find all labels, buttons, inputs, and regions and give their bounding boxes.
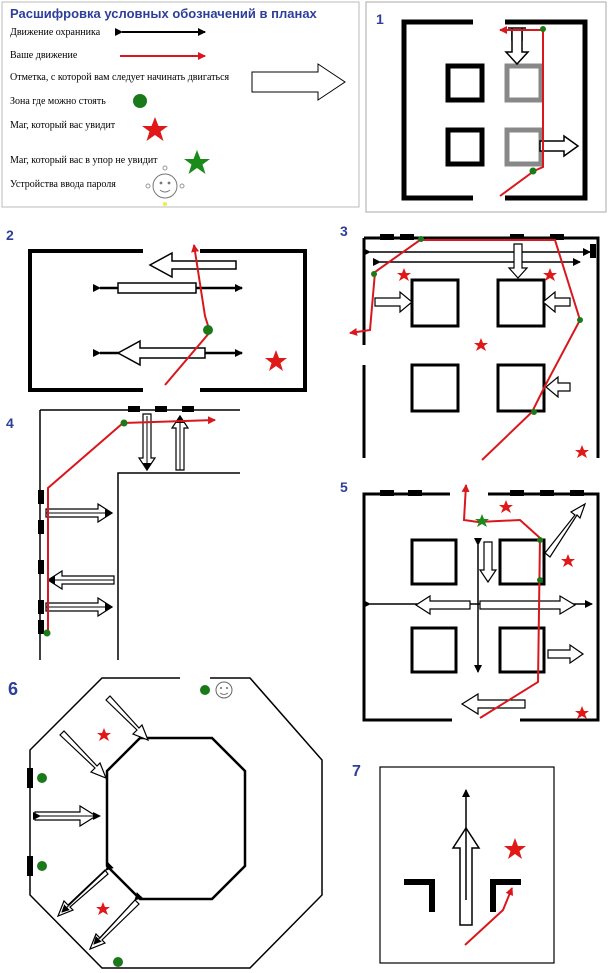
- mage-sees-star: [265, 350, 287, 371]
- plan-number: 7: [352, 763, 361, 780]
- zone-dot: [418, 236, 424, 242]
- legend-mage-blind-star: [184, 150, 210, 174]
- plan-number: 5: [340, 479, 348, 495]
- legend-box: Расшифровка условных обозначений в плана…: [1, 1, 360, 208]
- zone-dot: [120, 419, 128, 427]
- plan-number: 4: [6, 415, 14, 431]
- plan-1: 1: [365, 1, 607, 213]
- mage-blind-star: [475, 514, 489, 527]
- legend-title: Расшифровка условных обозначений в плана…: [10, 6, 318, 21]
- zone-dot: [371, 271, 377, 277]
- zone-dot: [531, 409, 537, 415]
- plan-number: 1: [376, 11, 384, 27]
- legend-label-device: Устройства ввода пароля: [10, 179, 116, 190]
- zone-dot: [540, 26, 546, 32]
- plan-2: 2: [6, 227, 307, 392]
- mage-sees-star: [543, 268, 557, 281]
- zone-dot: [200, 685, 210, 695]
- plan-5: 5: [340, 479, 600, 722]
- plan-number: 2: [6, 227, 14, 243]
- mage-sees-star: [499, 500, 513, 513]
- zone-dot: [577, 317, 583, 323]
- legend-start-arrow: [251, 63, 346, 101]
- zone-dot: [43, 629, 51, 637]
- mage-sees-star: [96, 902, 110, 915]
- mage-sees-star: [474, 338, 488, 351]
- plan-6: 6: [8, 677, 323, 969]
- zone-dot: [529, 167, 537, 175]
- zone-dot: [37, 773, 47, 783]
- zone-dot: [113, 957, 123, 967]
- mage-sees-star: [504, 838, 526, 859]
- zone-dot: [537, 577, 543, 583]
- legend-label-guard: Движение охранника: [10, 27, 101, 38]
- zone-dot: [37, 861, 47, 871]
- mage-sees-star: [561, 554, 575, 567]
- mage-sees-star: [397, 268, 411, 281]
- legend-label-mage-sees: Маг, который вас увидит: [10, 120, 116, 131]
- mage-sees-star: [575, 445, 589, 458]
- legend-zone-dot: [133, 94, 147, 108]
- zone-dot: [537, 537, 543, 543]
- legend-device-icon: [145, 165, 185, 206]
- plan-number: 3: [340, 223, 348, 239]
- plan-number: 6: [8, 679, 18, 699]
- legend-label-zone: Зона где можно стоять: [10, 96, 106, 107]
- legend-label-mage-blind: Маг, который вас в упор не увидит: [10, 155, 158, 166]
- mage-sees-star: [575, 706, 589, 719]
- plan-3: 3: [340, 223, 600, 461]
- legend-label-start: Отметка, с которой вам следует начинать …: [10, 72, 230, 83]
- legend-label-you: Ваше движение: [10, 50, 78, 61]
- zone-dot: [203, 325, 213, 335]
- mage-sees-star: [97, 728, 111, 741]
- password-device-icon: [215, 681, 233, 699]
- plan-4: 4: [6, 406, 240, 660]
- plan-7: 7: [352, 763, 555, 964]
- legend-mage-sees-star: [142, 117, 168, 141]
